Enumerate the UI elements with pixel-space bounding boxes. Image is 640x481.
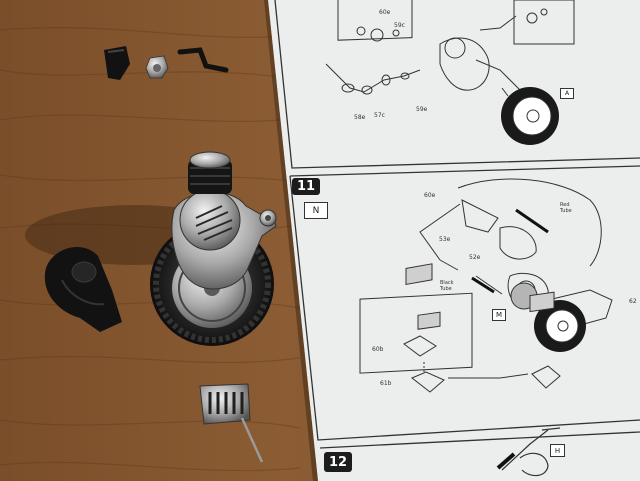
callout-53e: 53e xyxy=(439,236,451,243)
callout-59c: 59c xyxy=(394,22,405,29)
box-n: N xyxy=(304,202,328,219)
fan-vents xyxy=(195,205,233,241)
step-11-part-details xyxy=(405,263,555,330)
box-m: M xyxy=(492,309,506,321)
chrome-footrest-part xyxy=(199,383,264,463)
cylinder-cap xyxy=(189,151,231,169)
callout-60e: 60e xyxy=(379,9,391,16)
callout-60b: 60b xyxy=(372,346,384,353)
step-11-panel-border xyxy=(289,175,640,441)
box-h: H xyxy=(550,444,565,457)
step-10-panel-border xyxy=(274,0,640,169)
instruction-sheet xyxy=(268,0,640,481)
sheet-shadow xyxy=(264,0,318,481)
step-12-number: 12 xyxy=(324,452,352,472)
step-12-black-part xyxy=(496,452,516,470)
engine-wheel-assembly xyxy=(150,151,277,346)
step-11-panel-top xyxy=(289,165,640,177)
step-11-drawing xyxy=(359,178,613,393)
callout-black-tube: Black Tube xyxy=(440,280,454,292)
callout-52e: 52e xyxy=(469,254,481,261)
callout-58e: 58e xyxy=(354,114,366,121)
step-12-drawing xyxy=(501,427,561,477)
callout-57c: 57c xyxy=(374,112,385,119)
callout-59e: 59e xyxy=(416,106,428,113)
step-12-panel-border xyxy=(319,431,640,449)
box-a: A xyxy=(560,88,574,99)
chrome-nut-part xyxy=(145,55,169,79)
step-11-number: 11 xyxy=(292,178,320,195)
black-bracket-part xyxy=(104,46,130,80)
callout-60e-step11: 60e xyxy=(424,192,436,199)
wood-grain xyxy=(0,26,301,472)
black-cowl-part xyxy=(44,246,123,332)
callout-62: 62 xyxy=(629,298,637,305)
step-10-wheel xyxy=(501,87,559,145)
step-10-drawing xyxy=(325,0,575,95)
black-lever-part xyxy=(177,47,229,73)
callout-61b: 61b xyxy=(380,380,392,387)
black-tube-line xyxy=(471,276,495,294)
callout-red-tube: Red Tube xyxy=(560,202,572,214)
red-tube-line xyxy=(515,208,549,234)
